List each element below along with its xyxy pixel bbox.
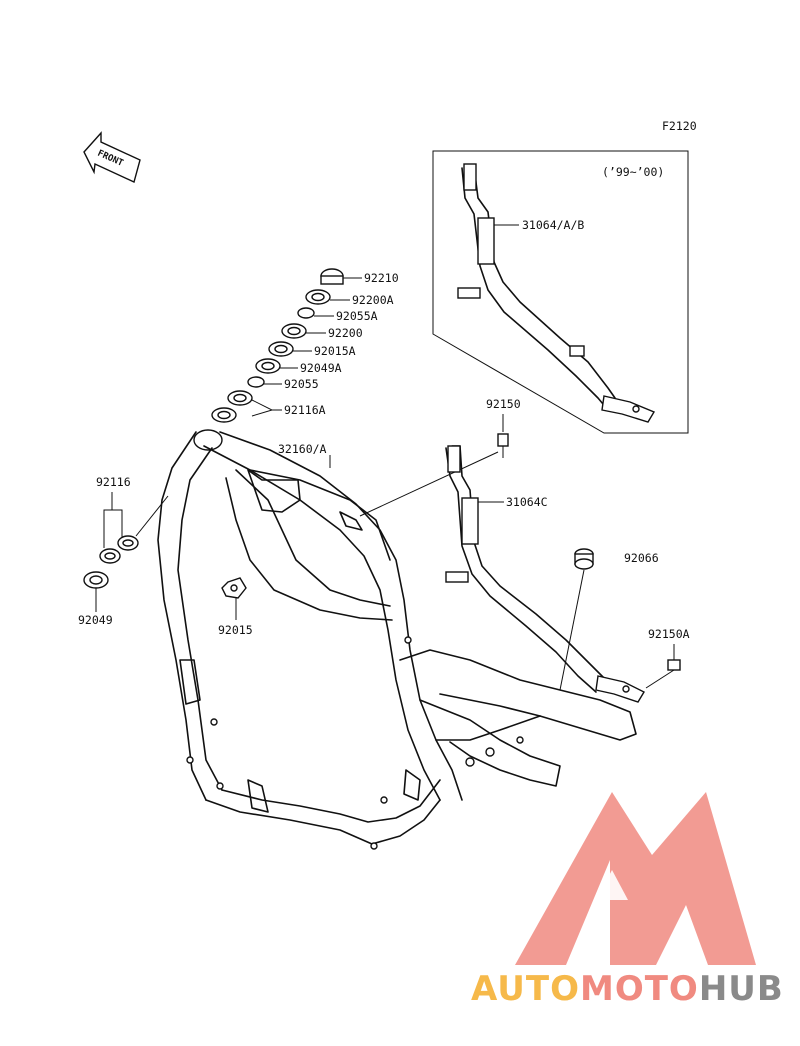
- inset-years: (’99~’00): [602, 165, 664, 179]
- label-92055: 92055: [284, 377, 319, 391]
- logo-triangle-icon: [515, 792, 756, 965]
- label-92116: 92116: [96, 475, 131, 489]
- logo-text-moto: MOTO: [580, 969, 699, 1009]
- label-92200: 92200: [328, 326, 363, 340]
- label-92049a: 92049A: [300, 361, 342, 375]
- figure-code: F2120: [662, 119, 697, 133]
- stem-labels: 92210 92200A 92055A 92200 92015A 92049A …: [251, 271, 399, 417]
- label-92015a: 92015A: [314, 344, 356, 358]
- label-92210: 92210: [364, 271, 399, 285]
- front-arrow-icon: FRONT: [83, 131, 141, 183]
- label-92150: 92150: [486, 397, 521, 411]
- label-92049: 92049: [78, 613, 113, 627]
- bolt-92150a: 92150A: [645, 627, 690, 689]
- label-92150a: 92150A: [648, 627, 690, 641]
- label-92055a: 92055A: [336, 309, 378, 323]
- main-frame: 32160/A 92015: [157, 429, 637, 850]
- left-bearing-parts: 92116 92049: [78, 475, 169, 627]
- label-92015: 92015: [218, 623, 253, 637]
- label-31064c: 31064C: [506, 495, 548, 509]
- inset-box: (’99~’00) 31064/A/B: [432, 150, 689, 434]
- logo-text-auto: AUTO: [471, 969, 580, 1009]
- label-92116a: 92116A: [284, 403, 326, 417]
- label-31064-a-b: 31064/A/B: [522, 218, 584, 232]
- automotohub-logo: AUTOMOTOHUB: [471, 792, 784, 1009]
- label-92200a: 92200A: [352, 293, 394, 307]
- steering-stem-parts: [211, 268, 344, 423]
- bracket-31064c: 92150 31064C: [445, 397, 645, 703]
- grommet-92066: 92066: [559, 548, 659, 691]
- svg-text:AUTOMOTOHUB: AUTOMOTOHUB: [471, 969, 784, 1009]
- label-92066: 92066: [624, 551, 659, 565]
- logo-text-hub: HUB: [699, 969, 784, 1009]
- label-32160-a: 32160/A: [278, 442, 327, 456]
